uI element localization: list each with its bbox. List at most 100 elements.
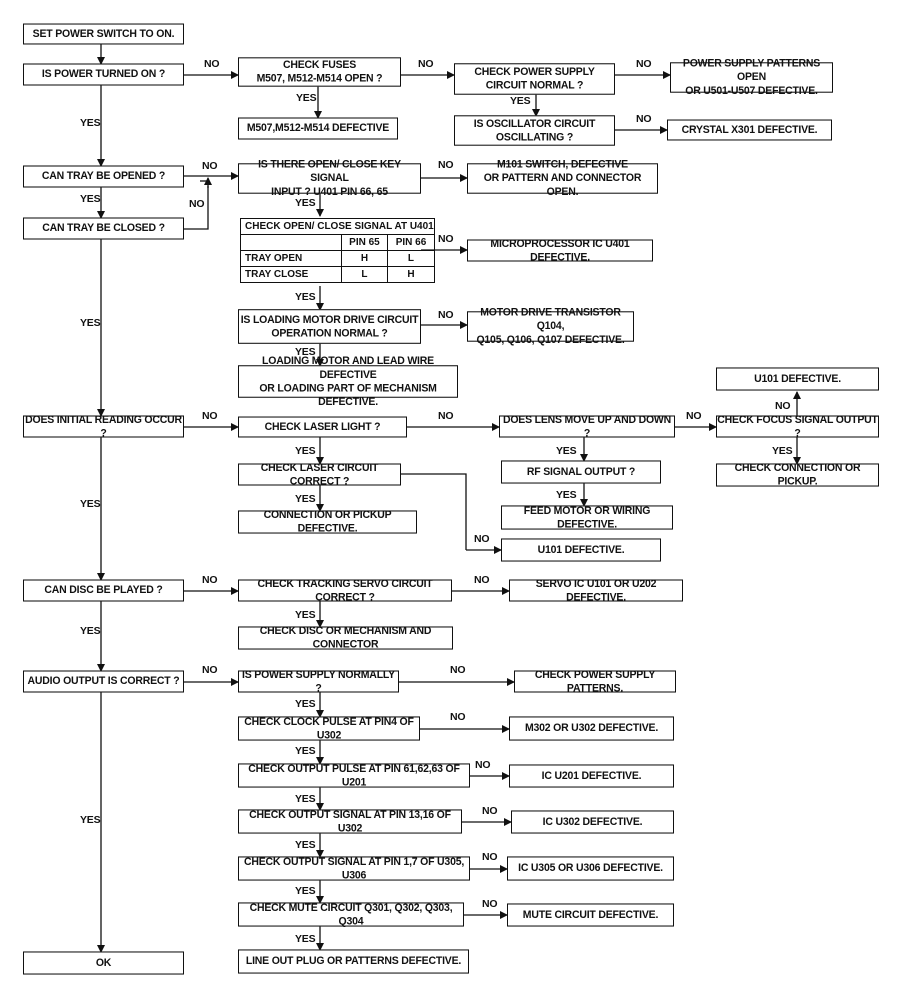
yes-label: YES — [80, 498, 101, 510]
step-text: CHECK FUSES M507, M512-M514 OPEN ? — [256, 58, 383, 85]
yes-label: YES — [295, 933, 316, 945]
step-text: CHECK DISC OR MECHANISM AND CONNECTOR — [259, 624, 432, 651]
step-text: IS POWER SUPPLY NORMALLY ? — [242, 667, 395, 695]
step-text: U101 DEFECTIVE. — [754, 372, 841, 385]
table-cell-pin66: L — [387, 250, 435, 267]
result-check-disc-mechanism: CHECK DISC OR MECHANISM AND CONNECTOR — [238, 624, 453, 651]
yes-label: YES — [556, 445, 577, 457]
no-label: NO — [636, 113, 652, 125]
result-power-patterns-open: POWER SUPPLY PATTERNS OPEN OR U501-U507 … — [670, 57, 833, 97]
table-header-pin66: PIN 66 — [387, 234, 435, 251]
yes-label: YES — [295, 839, 316, 851]
no-label: NO — [775, 400, 791, 412]
table-title: CHECK OPEN/ CLOSE SIGNAL AT U401 — [240, 218, 435, 235]
step-text: MUTE CIRCUIT DEFECTIVE. — [522, 908, 659, 921]
step-text: IC U302 DEFECTIVE. — [542, 815, 643, 828]
decision-output-signal-u302: CHECK OUTPUT SIGNAL AT PIN 13,16 OF U302 — [238, 807, 462, 835]
step-text: DOES INITIAL READING OCCUR ? — [25, 412, 182, 440]
step-text: CAN TRAY BE CLOSED ? — [42, 221, 165, 235]
decision-check-fuses: CHECK FUSES M507, M512-M514 OPEN ? — [238, 57, 401, 87]
yes-label: YES — [295, 885, 316, 897]
step-text: SET POWER SWITCH TO ON. — [32, 27, 175, 40]
no-label: NO — [438, 410, 454, 422]
step-text: CHECK OUTPUT SIGNAL AT PIN 13,16 OF U302 — [249, 807, 451, 835]
yes-label: YES — [80, 193, 101, 205]
no-label: NO — [202, 664, 218, 676]
step-text: RF SIGNAL OUTPUT ? — [526, 465, 636, 478]
no-label: NO — [438, 309, 454, 321]
table-cell-pin66: H — [387, 266, 435, 283]
step-text: CHECK LASER LIGHT ? — [264, 420, 381, 433]
decision-initial-reading: DOES INITIAL READING OCCUR ? — [23, 412, 184, 440]
no-label: NO — [474, 533, 490, 545]
step-text: CHECK TRACKING SERVO CIRCUIT CORRECT ? — [257, 576, 433, 604]
step-text: CHECK OUTPUT SIGNAL AT PIN 1,7 OF U305, … — [243, 854, 465, 882]
step-text: CHECK LASER CIRCUIT CORRECT ? — [260, 460, 379, 488]
decision-oscillator: IS OSCILLATOR CIRCUIT OSCILLATING ? — [454, 115, 615, 146]
yes-label: YES — [772, 445, 793, 457]
result-check-connection-pickup: CHECK CONNECTION OR PICKUP. — [716, 461, 879, 488]
no-label: NO — [438, 159, 454, 171]
table-corner — [240, 234, 342, 251]
table-cell-label: TRAY OPEN — [240, 250, 342, 267]
step-text: CHECK FOCUS SIGNAL OUTPUT ? — [717, 412, 878, 440]
decision-power-supply-circuit: CHECK POWER SUPPLY CIRCUIT NORMAL ? — [454, 63, 615, 95]
step-text: FEED MOTOR OR WIRING DEFECTIVE. — [523, 503, 651, 531]
result-loading-motor-defective: LOADING MOTOR AND LEAD WIRE DEFECTIVE OR… — [238, 354, 458, 408]
result-mute-circuit-defective: MUTE CIRCUIT DEFECTIVE. — [507, 903, 674, 927]
result-check-power-patterns: CHECK POWER SUPPLY PATTERNS. — [514, 667, 676, 695]
result-crystal-defective: CRYSTAL X301 DEFECTIVE. — [667, 119, 832, 141]
step-text: IS THERE OPEN/ CLOSE KEY SIGNAL INPUT ? … — [258, 158, 401, 198]
decision-clock-pulse: CHECK CLOCK PULSE AT PIN4 OF U302 — [238, 714, 420, 742]
decision-output-pulse-u201: CHECK OUTPUT PULSE AT PIN 61,62,63 OF U2… — [238, 762, 470, 788]
step-text: CHECK MUTE CIRCUIT Q301, Q302, Q303, Q30… — [249, 900, 453, 928]
result-m302-u302-defective: M302 OR U302 DEFECTIVE. — [509, 716, 674, 741]
step-text: CAN TRAY BE OPENED ? — [41, 169, 166, 183]
table-cell-pin65: H — [340, 250, 389, 267]
step-text: CHECK POWER SUPPLY CIRCUIT NORMAL ? — [474, 65, 595, 92]
decision-rf-signal: RF SIGNAL OUTPUT ? — [501, 460, 661, 484]
step-text: IC U201 DEFECTIVE. — [541, 769, 642, 782]
step-text: LOADING MOTOR AND LEAD WIRE DEFECTIVE OR… — [259, 354, 437, 408]
result-feed-motor-defective: FEED MOTOR OR WIRING DEFECTIVE. — [501, 503, 673, 531]
no-label: NO — [438, 233, 454, 245]
decision-tracking-servo: CHECK TRACKING SERVO CIRCUIT CORRECT ? — [238, 576, 452, 604]
decision-loading-motor-drive: IS LOADING MOTOR DRIVE CIRCUIT OPERATION… — [238, 309, 421, 344]
step-text: MICROPROCESSOR IC U401 DEFECTIVE. — [490, 236, 630, 264]
yes-label: YES — [295, 698, 316, 710]
step-text: CHECK POWER SUPPLY PATTERNS. — [534, 667, 656, 695]
step-text: IS POWER TURNED ON ? — [41, 67, 166, 81]
step-text: IS LOADING MOTOR DRIVE CIRCUIT OPERATION… — [240, 312, 419, 340]
no-label: NO — [204, 58, 220, 70]
yes-label: YES — [295, 197, 316, 209]
result-ok: OK — [23, 951, 184, 975]
table-cell-label: TRAY CLOSE — [240, 266, 342, 283]
step-text: IS OSCILLATOR CIRCUIT OSCILLATING ? — [473, 116, 596, 144]
no-label: NO — [189, 198, 205, 210]
step-text: IC U305 OR U306 DEFECTIVE. — [518, 861, 663, 875]
step-text: SERVO IC U101 OR U202 DEFECTIVE. — [535, 576, 657, 604]
step-text: DOES LENS MOVE UP AND DOWN ? — [502, 412, 672, 440]
result-u101-defective-bottom: U101 DEFECTIVE. — [501, 538, 661, 562]
result-servo-ic-defective: SERVO IC U101 OR U202 DEFECTIVE. — [509, 576, 683, 604]
yes-label: YES — [80, 625, 101, 637]
result-ic-u302-defective: IC U302 DEFECTIVE. — [511, 810, 674, 834]
decision-laser-circuit: CHECK LASER CIRCUIT CORRECT ? — [238, 460, 401, 488]
yes-label: YES — [295, 793, 316, 805]
decision-tray-closed: CAN TRAY BE CLOSED ? — [23, 217, 184, 240]
step-text: CHECK CLOCK PULSE AT PIN4 OF U302 — [244, 714, 414, 742]
yes-label: YES — [295, 291, 316, 303]
no-label: NO — [450, 664, 466, 676]
no-label: NO — [482, 805, 498, 817]
decision-power-supply-normal: IS POWER SUPPLY NORMALLY ? — [238, 667, 399, 695]
decision-lens-move: DOES LENS MOVE UP AND DOWN ? — [499, 412, 675, 440]
yes-label: YES — [296, 92, 317, 104]
result-m101-switch-defective: M101 SWITCH, DEFECTIVE OR PATTERN AND CO… — [467, 158, 658, 198]
result-fuses-defective: M507,M512-M514 DEFECTIVE — [238, 117, 398, 140]
decision-audio-output: AUDIO OUTPUT IS CORRECT ? — [23, 670, 184, 693]
